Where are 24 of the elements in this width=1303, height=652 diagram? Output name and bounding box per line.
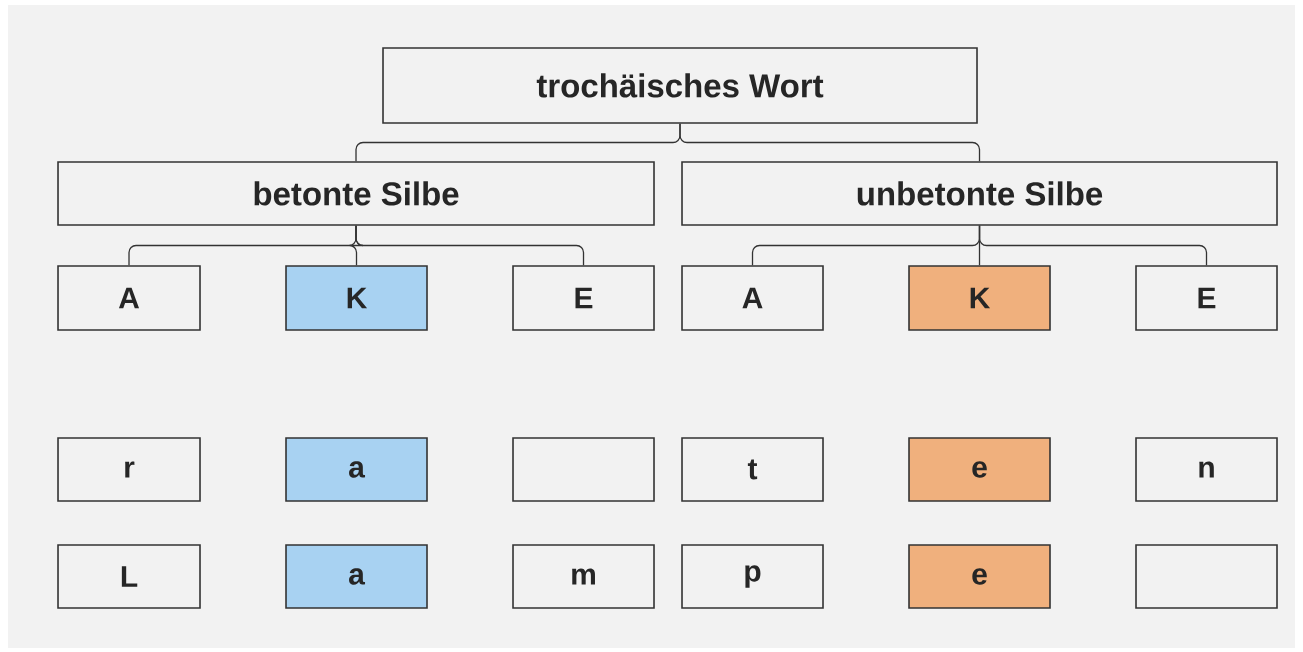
letter-box: p [681,544,824,609]
letter-box: a [285,437,428,502]
letter-box: L [57,544,201,609]
letter-box: K [908,265,1051,331]
empty-box [1135,544,1278,609]
syllable-box: betonte Silbe [57,161,655,226]
syllable-box: unbetonte Silbe [681,161,1278,226]
letter-box: t [681,437,824,502]
letter-box: e [908,437,1051,502]
letter-box: A [681,265,824,331]
letter-box: E [512,265,655,331]
letter-box: n [1135,437,1278,502]
connector [978,225,1208,266]
letter-box: e [908,544,1051,609]
connector [355,225,585,266]
letter-box: a [285,544,428,609]
letter-box: K [285,265,428,331]
letter-box: A [57,265,201,331]
word-box: trochäisches Wort [382,47,978,124]
empty-box [512,437,655,502]
letter-box: m [512,544,655,609]
letter-box: r [57,437,201,502]
connector [679,123,981,162]
letter-box: E [1135,265,1278,331]
